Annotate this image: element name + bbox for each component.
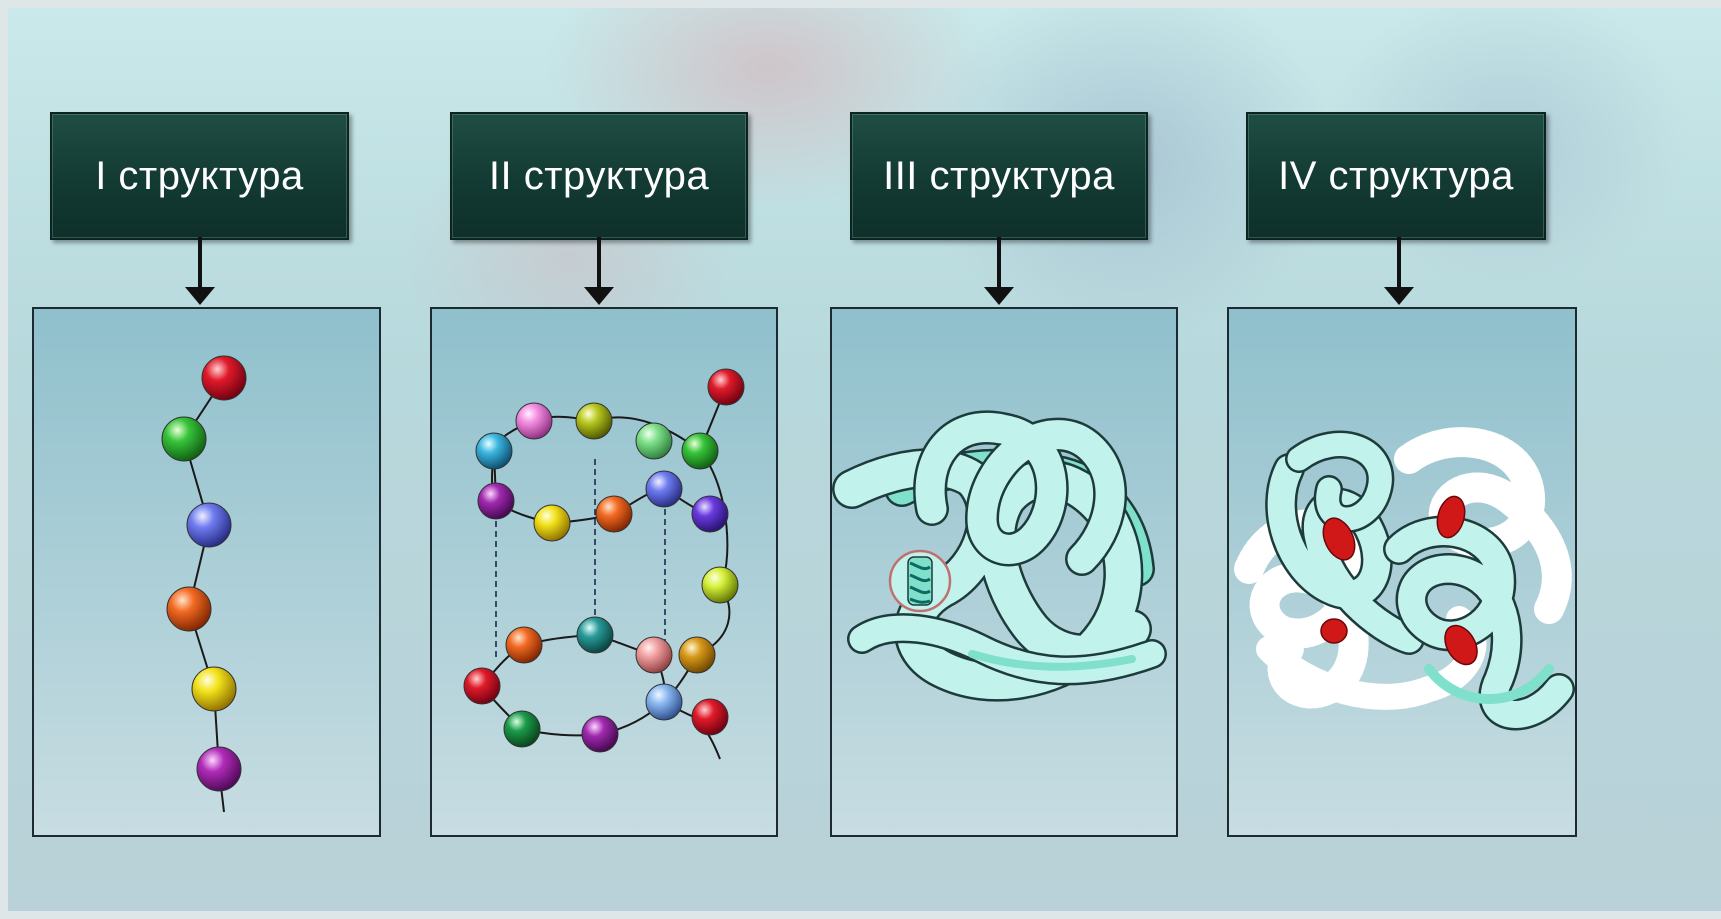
protein-complex bbox=[1234, 427, 1575, 731]
arrow-down-icon bbox=[1384, 237, 1414, 305]
quaternary-structure-panel bbox=[1227, 307, 1577, 837]
tertiary-structure-panel bbox=[830, 307, 1178, 837]
arrow-down-icon bbox=[185, 237, 215, 305]
quaternary-structure-label-text: IV структура bbox=[1278, 153, 1514, 198]
tertiary-structure-label: III структура bbox=[850, 112, 1148, 240]
secondary-structure-label-text: II структура bbox=[488, 153, 710, 198]
alpha-helix bbox=[463, 368, 745, 760]
secondary-structure-label: II структура bbox=[450, 112, 748, 240]
tertiary-structure-label-text: III структура bbox=[883, 153, 1115, 198]
primary-structure-label-text: I структура bbox=[95, 153, 304, 198]
arrow-down-icon bbox=[584, 237, 614, 305]
secondary-structure-panel bbox=[430, 307, 778, 837]
arrow-down-icon bbox=[984, 237, 1014, 305]
primary-structure-label: I структура bbox=[50, 112, 349, 240]
slide-background: I структура II структура III структура I… bbox=[8, 8, 1721, 911]
amino-acid-chain bbox=[161, 355, 247, 813]
folded-protein-chain bbox=[832, 410, 1167, 702]
primary-structure-panel bbox=[32, 307, 381, 837]
quaternary-structure-label: IV структура bbox=[1246, 112, 1546, 240]
